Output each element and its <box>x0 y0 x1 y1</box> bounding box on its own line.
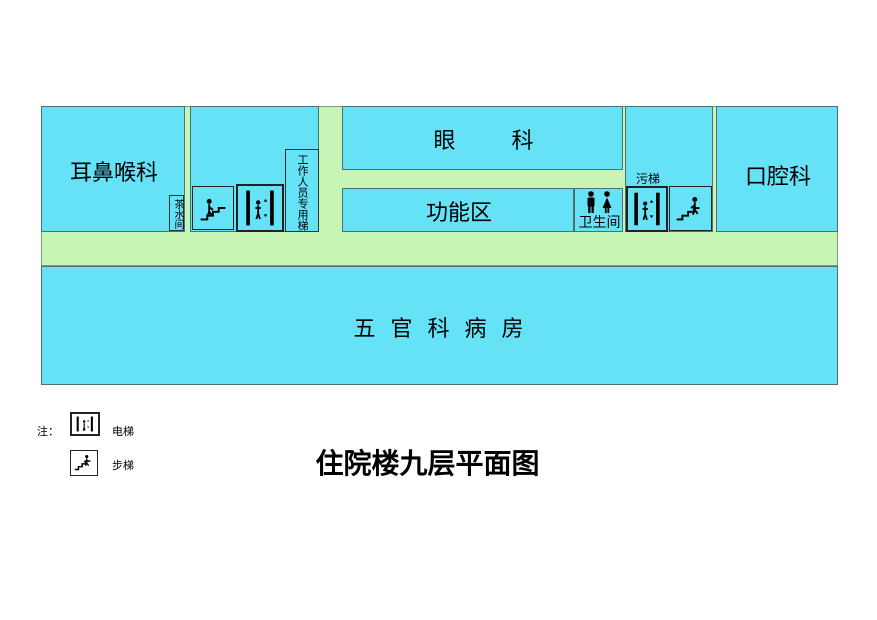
room-function-label: 功能区 <box>425 201 492 226</box>
room-toilet: 卫生间 <box>574 188 623 232</box>
room-staff-stairs-label: 工作人员专用梯 <box>296 153 309 231</box>
room-dirty-lift-label: 污梯 <box>635 171 660 186</box>
room-ent-label: 耳鼻喉科 <box>69 161 158 186</box>
elevator-icon <box>236 184 284 232</box>
room-ent: 耳鼻喉科 <box>41 106 185 232</box>
legend-note: 注： <box>37 425 59 438</box>
room-toilet-label: 卫生间 <box>578 215 621 231</box>
room-eye-label: 眼 科 <box>433 129 534 154</box>
legend-stairs-label: 步梯 <box>112 459 134 472</box>
elevator-icon <box>626 186 668 232</box>
room-ward: 五 官 科 病 房 <box>41 266 838 385</box>
stairs-icon <box>192 186 234 230</box>
room-eye: 眼 科 <box>342 106 623 170</box>
room-function: 功能区 <box>342 188 574 232</box>
room-ward-label: 五 官 科 病 房 <box>353 317 528 342</box>
corridor-middle <box>342 170 623 188</box>
toilet-icon <box>587 191 612 213</box>
room-tea-label: 茶水间 <box>172 199 183 229</box>
room-tea: 茶水间 <box>169 195 184 231</box>
room-oral: 口腔科 <box>716 106 838 232</box>
page-title: 住院楼九层平面图 <box>315 447 540 480</box>
stairs-icon <box>70 450 98 476</box>
room-staff-stairs: 工作人员专用梯 <box>285 149 319 232</box>
room-oral-label: 口腔科 <box>744 165 811 190</box>
stairs-icon <box>669 186 712 231</box>
legend-elevator-label: 电梯 <box>112 425 134 438</box>
elevator-icon <box>70 412 100 436</box>
